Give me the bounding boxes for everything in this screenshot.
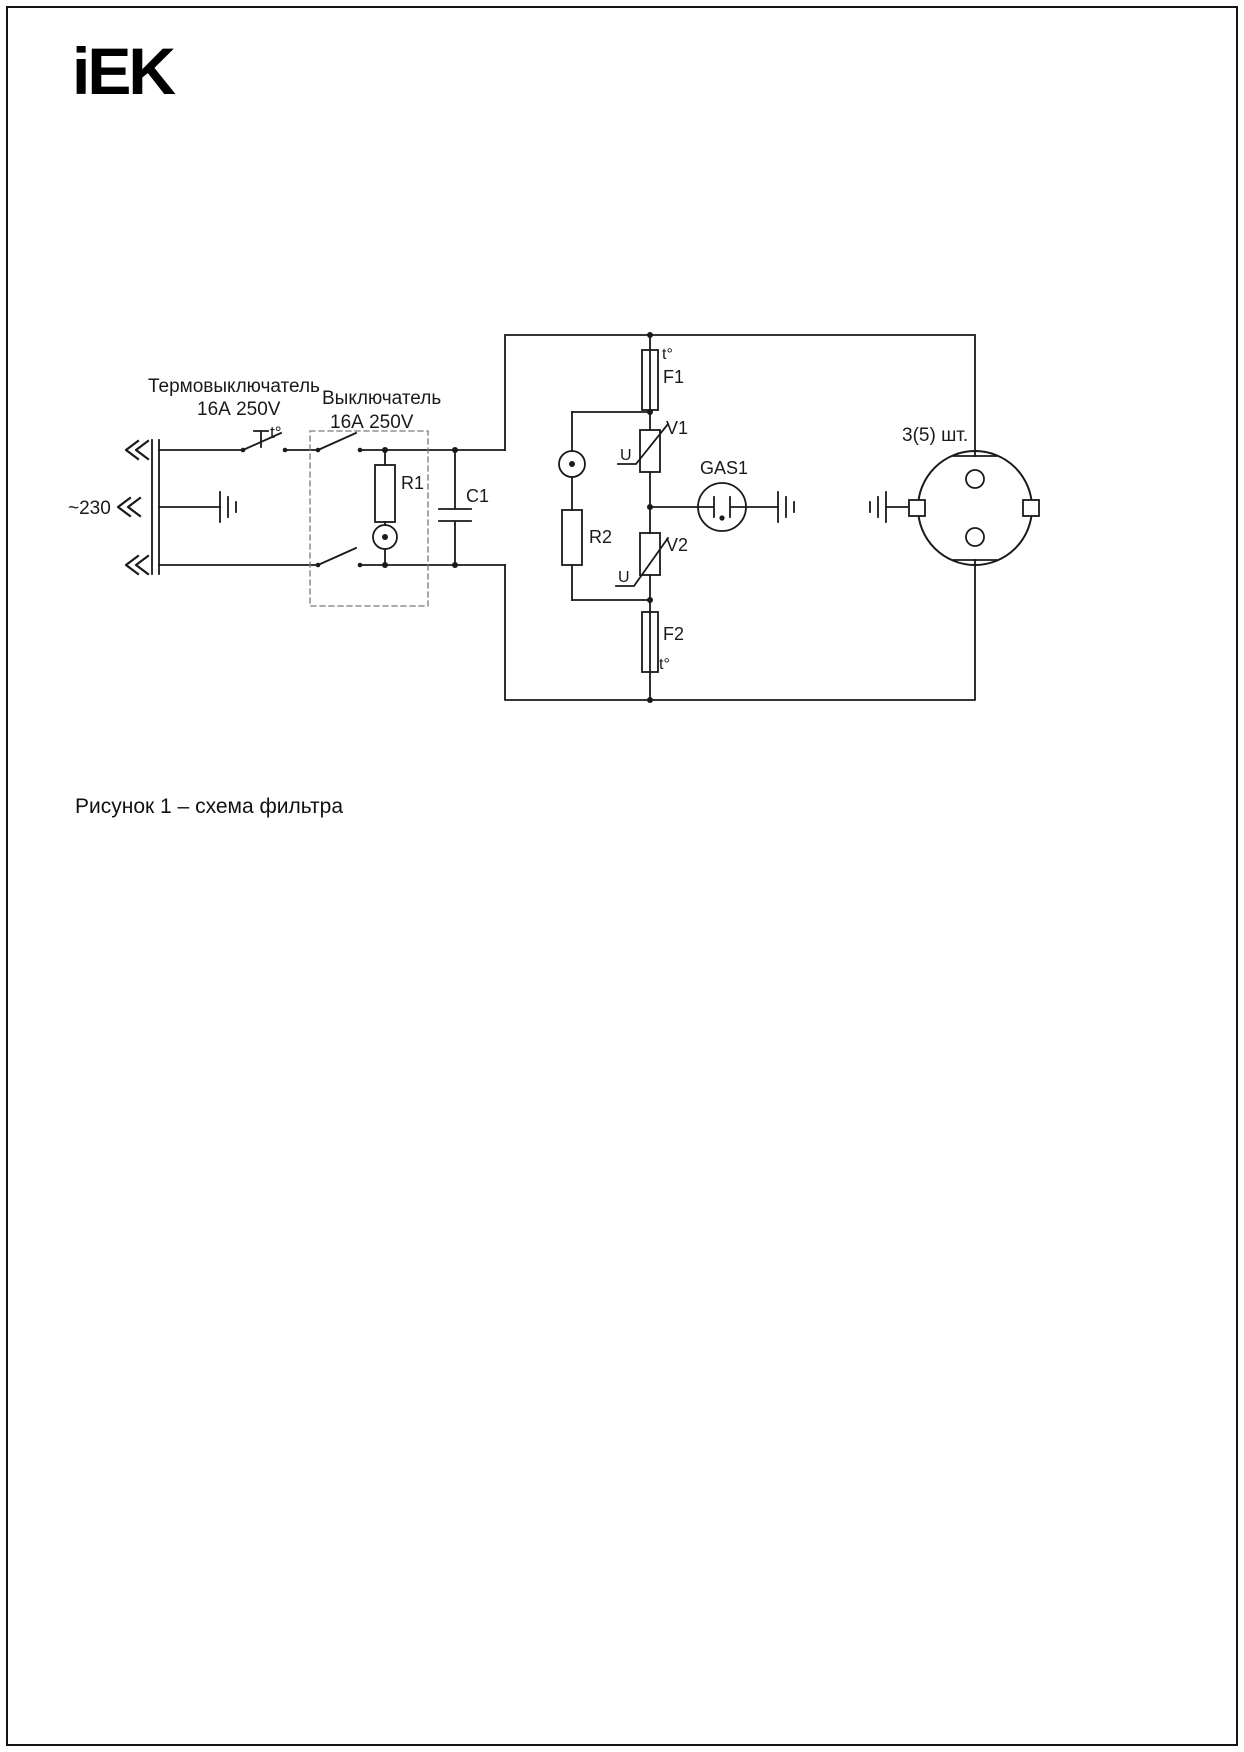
input-chevron-bottom-icon bbox=[124, 554, 150, 576]
ground-symbol-socket-icon bbox=[869, 491, 911, 523]
wire-outer-loop bbox=[504, 334, 976, 701]
main-switch bbox=[309, 430, 429, 607]
junction-dots bbox=[382, 332, 653, 703]
switch-blade-top bbox=[316, 431, 358, 452]
varistor-v1 bbox=[617, 411, 670, 534]
switch-blade-bottom bbox=[316, 546, 358, 567]
label-main-switch-rating: 16А 250V bbox=[330, 412, 414, 433]
schematic-labels: Термовыключатель 16А 250V t° Выключатель… bbox=[68, 346, 968, 673]
brand-logo-iek: iEK bbox=[72, 34, 176, 108]
capacitor-c1 bbox=[438, 449, 472, 566]
label-f1: F1 bbox=[663, 367, 684, 387]
gas-tube-electrodes bbox=[697, 496, 747, 518]
label-gas1: GAS1 bbox=[700, 458, 748, 478]
input-chevron-middle-icon bbox=[116, 496, 142, 518]
label-thermal-switch-rating: 16А 250V bbox=[197, 399, 281, 420]
label-socket-count: 3(5) шт. bbox=[902, 425, 968, 446]
ground-symbol-middle-icon bbox=[777, 491, 795, 523]
power-input-cable bbox=[116, 439, 221, 576]
fuse-f2-body bbox=[641, 611, 659, 673]
fuse-f2 bbox=[641, 599, 659, 701]
label-f2: F2 bbox=[663, 624, 684, 644]
label-r2: R2 bbox=[589, 527, 612, 547]
label-thermal-mark: t° bbox=[270, 423, 282, 442]
filter-circuit-schematic: Термовыключатель 16А 250V t° Выключатель… bbox=[68, 332, 1040, 703]
input-chevron-top-icon bbox=[124, 439, 150, 461]
label-v2: V2 bbox=[666, 535, 688, 555]
ground-symbol-input-icon bbox=[219, 491, 237, 523]
socket-pin-hole-bottom bbox=[965, 527, 985, 547]
label-f1-thermal: t° bbox=[662, 346, 673, 363]
thermal-actuator-icon bbox=[253, 430, 269, 448]
varistor-v2-stroke bbox=[615, 536, 670, 587]
varistor-v1-stroke bbox=[617, 422, 670, 465]
label-v1: V1 bbox=[666, 418, 688, 438]
label-thermal-switch-title: Термовыключатель bbox=[148, 376, 320, 397]
label-v1-u: U bbox=[620, 447, 632, 464]
socket-earth-contact-left bbox=[908, 499, 926, 517]
varistor-v2 bbox=[615, 532, 670, 601]
lamp-r2-branch bbox=[558, 411, 651, 601]
label-v2-u: U bbox=[618, 569, 630, 586]
socket-body bbox=[917, 450, 1033, 566]
cable-double-line bbox=[151, 439, 160, 575]
varistor-v1-body bbox=[639, 429, 661, 473]
thermal-switch-blade bbox=[241, 431, 283, 452]
switch-dashed-outline bbox=[309, 430, 429, 607]
figure-caption: Рисунок 1 – схема фильтра bbox=[75, 795, 343, 818]
label-f2-thermal: t° bbox=[659, 656, 670, 673]
socket-flats bbox=[952, 455, 998, 561]
label-r1: R1 bbox=[401, 473, 424, 493]
gas-discharge-arrester bbox=[649, 482, 779, 532]
resistor-r1-body bbox=[374, 464, 396, 523]
label-c1: C1 bbox=[466, 486, 489, 506]
resistor-r1-branch bbox=[372, 449, 398, 566]
thermal-switch bbox=[240, 430, 288, 453]
fuse-f1 bbox=[641, 334, 659, 413]
label-input-voltage: ~230 bbox=[68, 498, 111, 519]
label-main-switch-title: Выключатель bbox=[322, 388, 441, 409]
resistor-r2-body bbox=[561, 509, 583, 566]
socket-earth-contact-right bbox=[1022, 499, 1040, 517]
socket-outlet bbox=[908, 450, 1040, 566]
socket-pin-hole-top bbox=[965, 469, 985, 489]
